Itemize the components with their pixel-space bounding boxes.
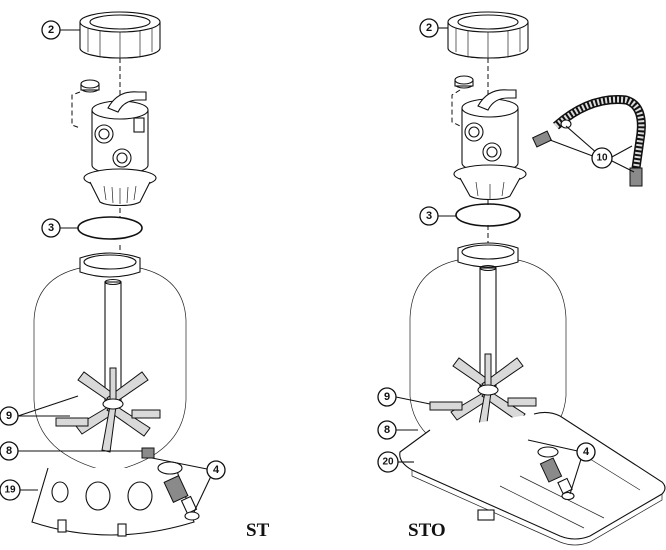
st-multiport-valve <box>71 79 157 207</box>
sto-assembly <box>399 11 666 546</box>
svg-text:9: 9 <box>384 391 390 403</box>
callout-st-8: 8 <box>0 441 142 461</box>
svg-text:9: 9 <box>6 410 12 422</box>
st-lid-nut <box>79 11 161 59</box>
callout-sto-9: 9 <box>377 387 431 407</box>
st-o-ring <box>77 216 143 240</box>
callout-st-2: 2 <box>41 20 80 40</box>
st-assembly <box>31 11 213 537</box>
sto-hose-kit <box>531 95 646 187</box>
model-label-st: ST <box>246 520 270 541</box>
sto-base-plate <box>399 411 666 546</box>
sto-drain-parts <box>537 446 575 501</box>
callout-sto-2: 2 <box>419 18 448 38</box>
svg-text:3: 3 <box>48 222 54 234</box>
svg-text:20: 20 <box>382 457 394 468</box>
callout-st-3: 3 <box>41 218 78 238</box>
sto-multiport-valve <box>451 75 527 201</box>
sto-lid-nut <box>447 11 529 59</box>
callout-st-19: 19 <box>0 479 38 501</box>
callout-st-9: 9 <box>0 395 79 426</box>
svg-text:4: 4 <box>583 446 590 458</box>
callout-sto-20: 20 <box>377 451 414 473</box>
svg-text:3: 3 <box>426 210 432 222</box>
callout-st-4: 4 <box>206 460 226 480</box>
svg-text:19: 19 <box>4 485 16 496</box>
st-laterals <box>55 367 161 453</box>
sto-laterals <box>429 353 537 439</box>
callout-sto-3: 3 <box>419 206 456 226</box>
callout-sto-4: 4 <box>576 442 596 462</box>
svg-text:8: 8 <box>384 424 390 436</box>
callout-sto-8: 8 <box>377 420 418 440</box>
svg-text:4: 4 <box>213 464 220 476</box>
st-tank <box>33 252 187 473</box>
st-base-stand <box>31 467 195 537</box>
callout-sto-10: 10 <box>591 147 613 169</box>
sto-o-ring <box>455 203 521 227</box>
model-label-sto: STO <box>408 520 446 541</box>
svg-text:2: 2 <box>48 24 54 36</box>
svg-text:8: 8 <box>6 445 12 457</box>
svg-text:10: 10 <box>596 153 608 164</box>
sto-tank <box>409 242 567 463</box>
svg-text:2: 2 <box>426 22 432 34</box>
